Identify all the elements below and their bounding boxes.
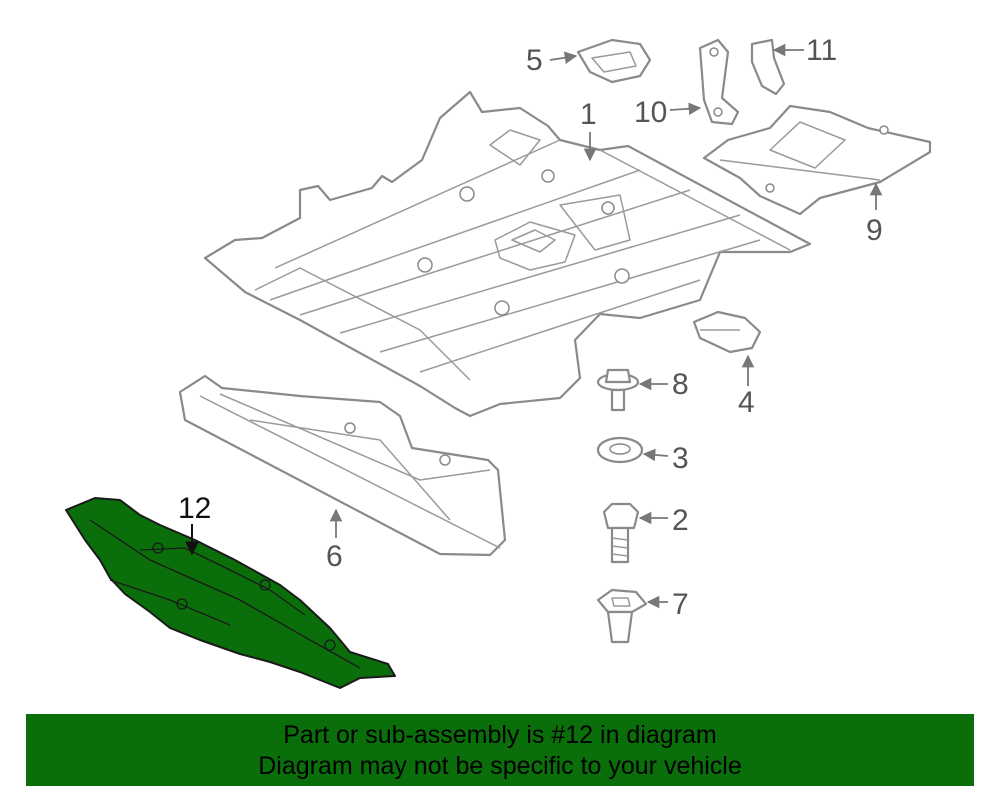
part-9-side-shield[interactable]: [702, 104, 932, 216]
callout-7: 7: [672, 588, 689, 621]
part-7-clip-nut[interactable]: [596, 588, 648, 644]
callout-9: 9: [866, 214, 883, 247]
callout-labels: 1 2 3 4 5 6 7 8 9 10 11 12: [178, 34, 883, 621]
part-6-side-panel[interactable]: [178, 374, 507, 557]
leader-lines: [185, 43, 883, 609]
part-2-bolt[interactable]: [602, 502, 640, 564]
callout-1: 1: [580, 98, 597, 131]
callout-12: 12: [178, 492, 211, 525]
part-5-bracket[interactable]: [576, 38, 652, 84]
part-8-bolt[interactable]: [596, 368, 640, 412]
info-banner: Part or sub-assembly is #12 in diagram D…: [26, 714, 974, 786]
part-12-front-shield[interactable]: [65, 497, 396, 689]
part-1-underbody-shield[interactable]: [203, 90, 812, 418]
callout-6: 6: [326, 540, 343, 573]
callout-5: 5: [526, 44, 543, 77]
banner-line-1: Part or sub-assembly is #12 in diagram: [283, 721, 717, 749]
part-10-bracket[interactable]: [698, 38, 740, 126]
callout-8: 8: [672, 368, 689, 401]
callout-3: 3: [672, 442, 689, 475]
callout-10: 10: [634, 96, 667, 129]
part-4-cover[interactable]: [692, 310, 762, 354]
parts-diagram: 1 2 3 4 5 6 7 8 9 10 11 12: [65, 34, 932, 689]
part-11-bracket[interactable]: [750, 38, 786, 96]
callout-2: 2: [672, 504, 689, 537]
callout-4: 4: [738, 386, 755, 419]
part-3-washer[interactable]: [596, 436, 644, 464]
banner-line-2: Diagram may not be specific to your vehi…: [258, 752, 742, 780]
callout-11: 11: [806, 34, 837, 67]
